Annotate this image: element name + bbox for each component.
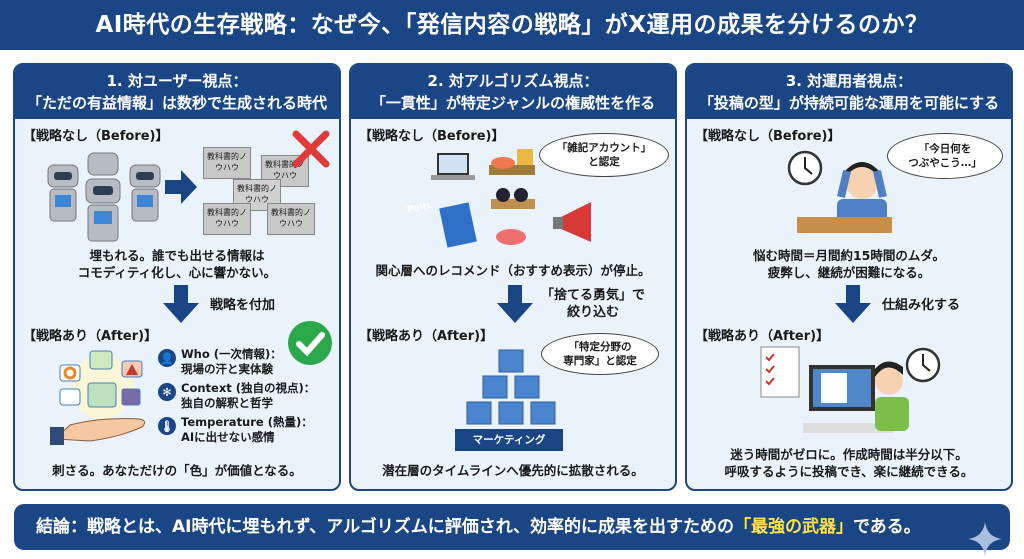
text-line: 絞り込む xyxy=(567,305,620,320)
user-icon: 👤 xyxy=(158,349,176,367)
item-title: Context (独自の視点)： xyxy=(181,381,316,395)
red-x-icon xyxy=(292,130,330,168)
thermometer-icon: 🌡 xyxy=(158,417,176,435)
strategy-item: 🌡 Temperature (熱量)：AIに出せない感情 xyxy=(158,415,338,445)
after-result-text: 刺さる。あなただけの「色」が価値となる。 xyxy=(52,463,302,478)
before-label: 【戦略なし（Before)】 xyxy=(359,129,505,144)
conclusion-text-end: である。 xyxy=(852,517,921,537)
after-result-text: 迷う時間がゼロに。作成時間は半分以下。呼吸するように投稿でき、楽に継続できる。 xyxy=(687,446,1011,480)
after-label: 【戦略あり（After)】 xyxy=(23,329,158,344)
right-arrow-icon xyxy=(165,170,197,204)
item-title: Temperature (熱量)： xyxy=(181,415,313,429)
doc-card: 教科書的ノウハウ xyxy=(203,147,251,179)
text-line: 呼吸するように投稿でき、楽に継続できる。 xyxy=(724,464,974,479)
panel-heading: 1. 対ユーザー視点： xyxy=(106,72,248,90)
after-label: 【戦略あり（After)】 xyxy=(695,329,830,344)
item-desc: 現場の汗と実体験 xyxy=(181,362,273,376)
panel-algorithm-perspective: 2. 対アルゴリズム視点： 「一貫性」が特定ジャンルの権威性を作る 【戦略なし（B… xyxy=(349,63,677,491)
panel-user-perspective: 1. 対ユーザー視点： 「ただの有益情報」は数秒で生成される時代 【戦略なし（Be… xyxy=(13,63,341,491)
panel-subheading: 「ただの有益情報」は数秒で生成される時代 xyxy=(26,94,327,112)
bubble-text: 専門家」と認定 xyxy=(563,355,637,367)
brain-icon: ✻ xyxy=(158,383,176,401)
before-result-text: 悩む時間＝月間約15時間のムダ。疲弊し、継続が困難になる。 xyxy=(687,247,1011,281)
panel-subheading: 「一貫性」が特定ジャンルの権威性を作る xyxy=(370,94,656,112)
cube-pyramid-illustration xyxy=(466,349,556,425)
panel-heading: 3. 対運用者視点： xyxy=(785,72,913,90)
clock-icon xyxy=(905,347,941,383)
doc-card: 教科書的ノウハウ xyxy=(203,203,251,235)
bubble-text: と認定 xyxy=(588,156,620,168)
stressed-person-illustration xyxy=(797,162,892,233)
bubble-text: 「雑記アカウント」 xyxy=(556,142,652,154)
robots-illustration xyxy=(47,152,161,242)
strategy-elements-list: 👤 Who (一次情報)：現場の汗と実体験 ✻ Context (独自の視点)：独自… xyxy=(158,347,338,445)
item-desc: 独自の解釈と哲学 xyxy=(181,396,273,410)
green-check-icon xyxy=(288,321,332,365)
thought-bubble: 「今日何をつぶやこう…」 xyxy=(887,133,1003,179)
down-arrow-icon xyxy=(835,285,871,323)
page-title: AI時代の生存戦略：なぜ今、「発信内容の戦略」がX運用の成果を分けるのか？ xyxy=(0,0,1024,50)
transition-label: 戦略を付加 xyxy=(210,298,276,313)
text-line: コモディティ化し、心に響かない。 xyxy=(77,265,277,280)
conclusion-text: 結論：戦略とは、AI時代に埋もれず、アルゴリズムに評価され、効率的に成果を出すた… xyxy=(36,517,734,537)
magazine-label: Poltc xyxy=(406,200,434,216)
item-title: Who (一次情報)： xyxy=(181,347,282,361)
working-person-illustration xyxy=(760,346,909,433)
conclusion-banner: 結論：戦略とは、AI時代に埋もれず、アルゴリズムに評価され、効率的に成果を出すた… xyxy=(14,504,1010,550)
bubble-text: 「今日何を xyxy=(918,143,972,155)
panel-header: 3. 対運用者視点： 「投稿の型」が持続可能な運用を可能にする xyxy=(687,65,1011,119)
transition-label: 仕組み化する xyxy=(882,298,961,313)
down-arrow-icon xyxy=(497,285,533,323)
text-line: 疲弊し、継続が困難になる。 xyxy=(767,265,931,280)
transition-label: 「捨てる勇気」で絞り込む xyxy=(541,287,645,321)
before-label: 【戦略なし（Before)】 xyxy=(23,129,169,144)
text-line: 迷う時間がゼロに。作成時間は半分以下。 xyxy=(730,447,968,462)
text-line: 悩む時間＝月間約15時間のムダ。 xyxy=(752,248,946,263)
after-result-text: 潜在層のタイムラインへ優先的に拡散される。 xyxy=(382,463,644,478)
bubble-text: つぶやこう…」 xyxy=(908,157,982,169)
generic-docs-illustration: 教科書的ノウハウ 教科書的ノウハウ 教科書的ノウハウ 教科書的ノウハウ 教科書的… xyxy=(203,147,323,242)
conclusion-highlight: 「最強の武器」 xyxy=(733,517,853,537)
sparkle-icon xyxy=(968,522,1002,556)
item-desc: AIに出せない感情 xyxy=(181,430,275,444)
panel-header: 1. 対ユーザー視点： 「ただの有益情報」は数秒で生成される時代 xyxy=(15,65,339,119)
clock-icon xyxy=(787,150,823,186)
scattered-topics-illustration xyxy=(431,149,591,248)
thought-bubble-before: 「雑記アカウント」と認定 xyxy=(539,133,669,177)
before-result-text: 関心層へのレコメンド（おすすめ表示）が停止。 xyxy=(375,263,651,278)
text-line: 埋もれる。誰でも出せる情報は xyxy=(89,248,265,263)
panel-header: 2. 対アルゴリズム視点： 「一貫性」が特定ジャンルの権威性を作る xyxy=(351,65,675,119)
marketing-base-label: マーケティング xyxy=(455,429,563,451)
strategy-item: 👤 Who (一次情報)：現場の汗と実体験 xyxy=(158,347,338,377)
bubble-text: 「特定分野の xyxy=(568,341,632,353)
doc-card: 教科書的ノウハウ xyxy=(267,203,315,235)
before-result-text: 埋もれる。誰でも出せる情報はコモディティ化し、心に響かない。 xyxy=(15,247,339,281)
thought-bubble-after: 「特定分野の専門家」と認定 xyxy=(541,333,659,375)
down-arrow-icon xyxy=(163,285,199,323)
after-label: 【戦略あり（After)】 xyxy=(359,329,494,344)
before-label: 【戦略なし（Before)】 xyxy=(695,129,841,144)
text-line: 「捨てる勇気」で xyxy=(541,288,646,303)
panel-subheading: 「投稿の型」が持続可能な運用を可能にする xyxy=(698,94,1000,112)
strategy-item: ✻ Context (独自の視点)：独自の解釈と哲学 xyxy=(158,381,338,411)
hand-with-content-illustration xyxy=(50,350,146,445)
panel-operator-perspective: 3. 対運用者視点： 「投稿の型」が持続可能な運用を可能にする 【戦略なし（Bef… xyxy=(685,63,1013,491)
panel-heading: 2. 対アルゴリズム視点： xyxy=(427,72,599,90)
